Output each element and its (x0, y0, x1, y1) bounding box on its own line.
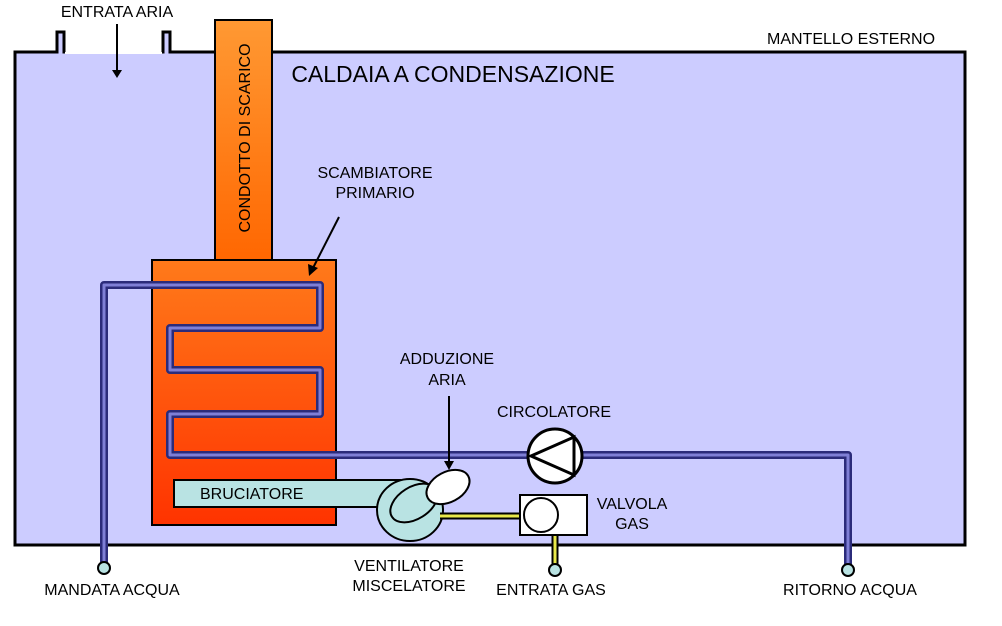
gas-inlet-connector (548, 563, 562, 577)
flue-duct (214, 19, 273, 266)
circulator-triangle-icon (527, 434, 576, 478)
burner (173, 479, 401, 508)
label-ventilatore-line2: MISCELATORE (352, 578, 465, 595)
label-entrata-gas: ENTRATA GAS (496, 582, 606, 599)
label-valvola-line1: VALVOLA (597, 496, 668, 513)
label-ritorno-acqua: RITORNO ACQUA (783, 582, 917, 599)
arrow-adduzione-aria (444, 396, 454, 470)
label-mandata-acqua: MANDATA ACQUA (44, 582, 180, 599)
label-valvola-line2: GAS (615, 516, 649, 533)
arrow-scambiatore (308, 216, 340, 276)
label-mantello-esterno: MANTELLO ESTERNO (767, 31, 935, 48)
label-adduzione-line2: ARIA (428, 372, 466, 389)
label-condotto-di-scarico: CONDOTTO DI SCARICO (237, 43, 254, 232)
return-pipe-inner (580, 453, 850, 565)
supply-water-connector (97, 561, 111, 575)
label-entrata-aria: ENTRATA ARIA (61, 4, 174, 21)
diagram-title: CALDAIA A CONDENSAZIONE (291, 61, 614, 87)
return-water-connector (841, 563, 855, 577)
gas-valve-disc (523, 497, 559, 533)
arrow-entrata-aria (112, 24, 122, 78)
label-circolatore: CIRCOLATORE (497, 404, 611, 421)
label-bruciatore: BRUCIATORE (200, 486, 303, 503)
label-adduzione-line1: ADDUZIONE (400, 351, 494, 368)
label-scambiatore-line1: SCAMBIATORE (318, 165, 433, 182)
water-coil-inner (102, 283, 532, 565)
label-ventilatore-line1: VENTILATORE (354, 558, 464, 575)
air-intake-ellipse (425, 468, 471, 506)
label-scambiatore-line2: PRIMARIO (335, 185, 414, 202)
air-inlet-opening (65, 42, 162, 54)
